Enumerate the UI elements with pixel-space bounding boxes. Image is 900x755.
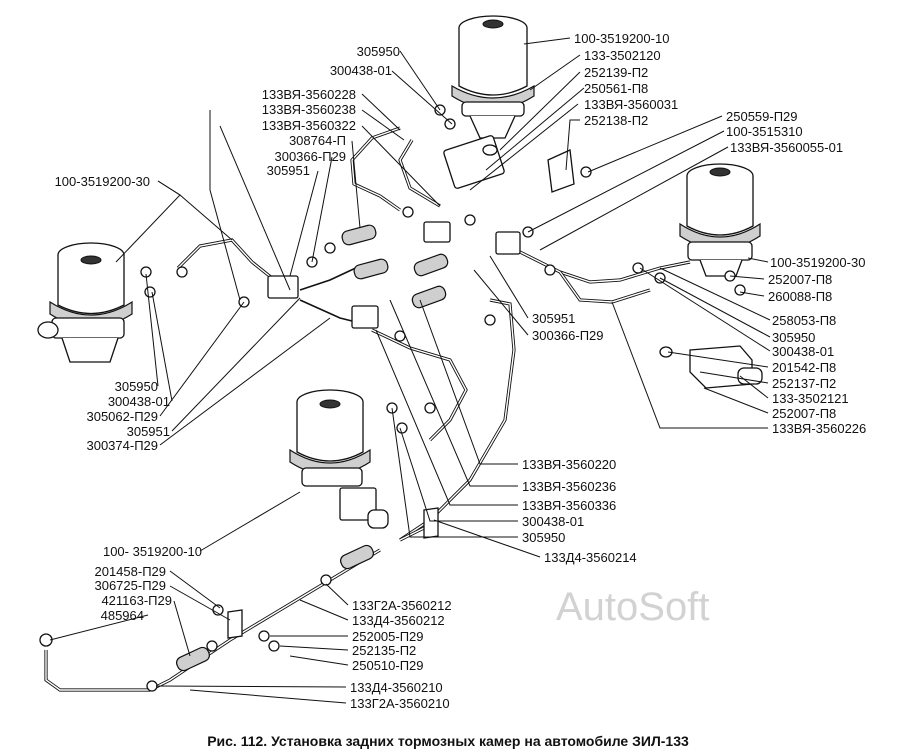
fittings bbox=[39, 104, 746, 692]
brake-chamber-left bbox=[37, 242, 133, 363]
label-133VYa-3560238: 133ВЯ-3560238 bbox=[262, 102, 356, 117]
label-308764-P: 308764-П bbox=[289, 133, 346, 148]
label-260088-P8: 260088-П8 bbox=[768, 289, 832, 304]
label-305950-bottom: 305950 bbox=[522, 530, 565, 545]
brake-pipes bbox=[44, 126, 691, 692]
label-133VYa-3560226: 133ВЯ-3560226 bbox=[772, 421, 866, 436]
label-133-3502121: 133-3502121 bbox=[772, 391, 849, 406]
part-labels: 305950 300438-01 133ВЯ-3560228 133ВЯ-356… bbox=[55, 31, 867, 711]
label-305951-left: 305951 bbox=[127, 424, 170, 439]
label-100-3519200-10-bottom: 100- 3519200-10 bbox=[103, 544, 202, 559]
label-250561-P8: 250561-П8 bbox=[584, 81, 648, 96]
label-133VYa-3560055-01: 133ВЯ-3560055-01 bbox=[730, 140, 843, 155]
label-305950-right: 305950 bbox=[772, 330, 815, 345]
label-133D4-3560214: 133Д4-3560214 bbox=[544, 550, 637, 565]
label-133G2A-3560210: 133Г2А-3560210 bbox=[350, 696, 450, 711]
label-100-3519200-30-right: 100-3519200-30 bbox=[770, 255, 865, 270]
label-133-3502120: 133-3502120 bbox=[584, 48, 661, 63]
label-300366-P29-a: 300366-П29 bbox=[274, 149, 346, 164]
label-133D4-3560212: 133Д4-3560212 bbox=[352, 613, 445, 628]
label-133VYa-3560322: 133ВЯ-3560322 bbox=[262, 118, 356, 133]
label-133VYa-3560336: 133ВЯ-3560336 bbox=[522, 498, 616, 513]
label-305062-P29: 305062-П29 bbox=[86, 409, 158, 424]
label-252137-P2: 252137-П2 bbox=[772, 376, 836, 391]
label-300366-P29-mid: 300366-П29 bbox=[532, 328, 604, 343]
label-300438-01-bottom: 300438-01 bbox=[522, 514, 584, 529]
label-252005-P29: 252005-П29 bbox=[352, 629, 424, 644]
label-250510-P29: 250510-П29 bbox=[352, 658, 424, 673]
label-100-3519200-10-top: 100-3519200-10 bbox=[574, 31, 669, 46]
label-133VYa-3560236: 133ВЯ-3560236 bbox=[522, 479, 616, 494]
leader-lines bbox=[49, 37, 771, 704]
label-100-3519200-30-left: 100-3519200-30 bbox=[55, 174, 150, 189]
label-300438-01-left: 300438-01 bbox=[108, 394, 170, 409]
label-252139-P2: 252139-П2 bbox=[584, 65, 648, 80]
figure-caption: Рис. 112. Установка задних тормозных кам… bbox=[207, 733, 689, 749]
label-133D4-3560210: 133Д4-3560210 bbox=[350, 680, 443, 695]
label-252135-P2: 252135-П2 bbox=[352, 643, 416, 658]
label-250559-P29: 250559-П29 bbox=[726, 109, 798, 124]
label-201458-P29: 201458-П29 bbox=[94, 564, 166, 579]
label-252007-P8-b: 252007-П8 bbox=[772, 406, 836, 421]
label-133VYa-3560031: 133ВЯ-3560031 bbox=[584, 97, 678, 112]
label-300438-01-right: 300438-01 bbox=[772, 344, 834, 359]
label-133G2A-3560212: 133Г2А-3560212 bbox=[352, 598, 452, 613]
label-485964: 485964 bbox=[101, 608, 144, 623]
label-305951-mid: 305951 bbox=[532, 311, 575, 326]
label-201542-P8: 201542-П8 bbox=[772, 360, 836, 375]
label-421163-P29: 421163-П29 bbox=[101, 593, 172, 608]
label-252007-P8-a: 252007-П8 bbox=[768, 272, 832, 287]
label-133VYa-3560220: 133ВЯ-3560220 bbox=[522, 457, 616, 472]
label-252138-P2: 252138-П2 bbox=[584, 113, 648, 128]
label-306725-P29: 306725-П29 bbox=[94, 578, 166, 593]
brake-chamber-bottom bbox=[289, 389, 389, 529]
label-100-3515310: 100-3515310 bbox=[726, 124, 803, 139]
label-133VYa-3560228: 133ВЯ-3560228 bbox=[262, 87, 356, 102]
brake-chamber-right bbox=[679, 163, 761, 277]
brake-chamber-top bbox=[443, 15, 535, 189]
label-305950-left: 305950 bbox=[115, 379, 158, 394]
watermark: AutoSoft bbox=[556, 585, 709, 629]
label-300374-P29: 300374-П29 bbox=[86, 438, 158, 453]
label-305950-a: 305950 bbox=[357, 44, 400, 59]
label-258053-P8: 258053-П8 bbox=[772, 313, 836, 328]
label-305951-a: 305951 bbox=[267, 163, 310, 178]
label-300438-01-a: 300438-01 bbox=[330, 63, 392, 78]
